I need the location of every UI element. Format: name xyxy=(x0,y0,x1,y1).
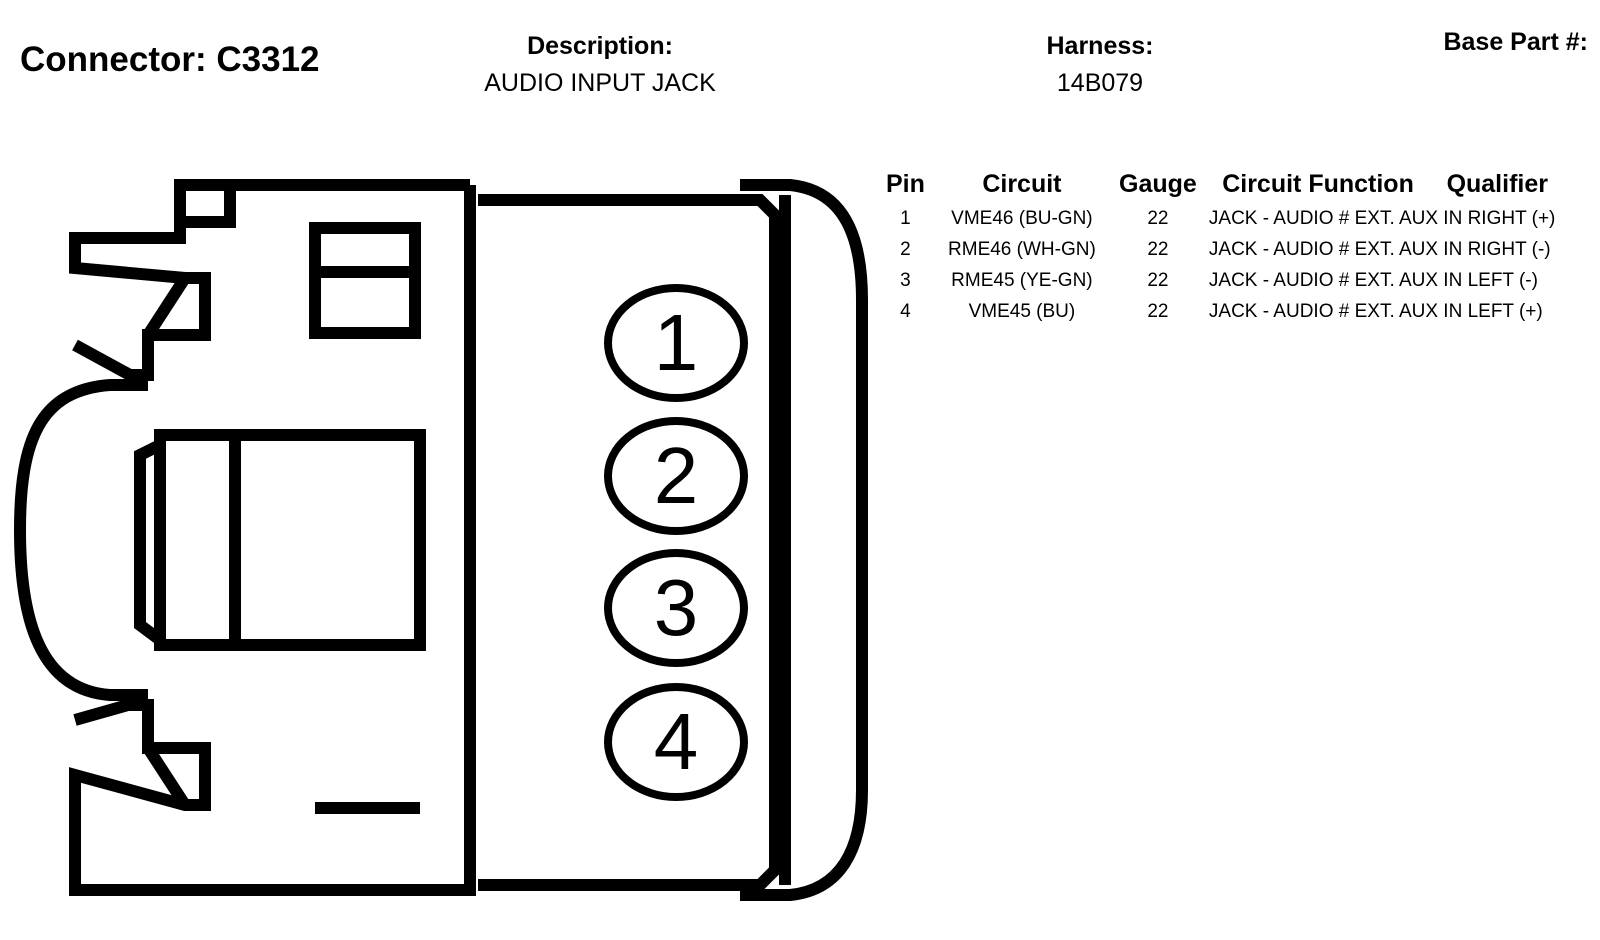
cell-gauge: 22 xyxy=(1147,300,1169,322)
cell-circuit: VME46 (BU-GN) xyxy=(951,207,1093,229)
col-circuit-function: Circuit Function xyxy=(1222,170,1414,198)
pin-number-2: 2 xyxy=(654,431,699,520)
cell-circuit: VME45 (BU) xyxy=(968,300,1076,322)
cell-circuit: RME46 (WH-GN) xyxy=(948,238,1096,260)
cell-gauge: 22 xyxy=(1147,207,1169,229)
pin-number-1: 1 xyxy=(654,298,699,387)
window-side-tab xyxy=(134,439,164,645)
base-part-label: Base Part #: xyxy=(1443,28,1588,56)
cell-circuit: RME45 (YE-GN) xyxy=(951,269,1093,291)
cell-function: JACK - AUDIO # EXT. AUX IN LEFT (-) xyxy=(1208,269,1538,291)
latch-bump xyxy=(13,379,148,701)
cell-pin: 2 xyxy=(900,238,911,260)
cell-pin: 4 xyxy=(900,300,911,322)
col-qualifier: Qualifier xyxy=(1446,170,1548,198)
key-square xyxy=(309,222,421,339)
pin-table: Pin Circuit Gauge Circuit Function Quali… xyxy=(880,170,1561,327)
connector-diagram: 1 2 3 4 xyxy=(13,179,868,901)
upper-latch xyxy=(142,274,191,339)
description-block: Description: AUDIO INPUT JACK xyxy=(430,32,770,98)
pin-markers: 1 2 3 4 xyxy=(604,284,748,801)
col-gauge: Gauge xyxy=(1119,170,1197,198)
cell-gauge: 22 xyxy=(1147,269,1169,291)
pin-marker-3: 3 xyxy=(604,549,748,667)
table-row: 1 VME46 (BU-GN) 22 JACK - AUDIO # EXT. A… xyxy=(880,203,1561,234)
cell-function: JACK - AUDIO # EXT. AUX IN RIGHT (-) xyxy=(1208,238,1551,260)
cell-pin: 3 xyxy=(900,269,911,291)
col-pin: Pin xyxy=(886,170,925,198)
cell-function: JACK - AUDIO # EXT. AUX IN LEFT (+) xyxy=(1208,300,1543,322)
pin-table-header: Pin Circuit Gauge Circuit Function Quali… xyxy=(880,170,1561,203)
inner-window xyxy=(154,429,426,651)
col-circuit: Circuit xyxy=(982,170,1062,198)
base-part-block: Base Part #: xyxy=(1400,28,1600,57)
housing-top xyxy=(69,179,470,381)
pin-number-3: 3 xyxy=(654,563,699,652)
housing-outline xyxy=(69,185,476,896)
harness-value: 14B079 xyxy=(1056,69,1144,97)
center-body xyxy=(478,194,781,891)
description-value: AUDIO INPUT JACK xyxy=(484,69,716,97)
pin-number-4: 4 xyxy=(654,697,699,786)
table-row: 2 RME46 (WH-GN) 22 JACK - AUDIO # EXT. A… xyxy=(880,234,1561,265)
harness-block: Harness: 14B079 xyxy=(980,32,1220,98)
connector-title: Connector: C3312 xyxy=(20,40,320,79)
table-row: 3 RME45 (YE-GN) 22 JACK - AUDIO # EXT. A… xyxy=(880,265,1561,296)
description-label: Description: xyxy=(527,32,673,60)
lower-latch xyxy=(142,744,191,809)
cell-function: JACK - AUDIO # EXT. AUX IN RIGHT (+) xyxy=(1208,207,1556,229)
cell-gauge: 22 xyxy=(1147,238,1169,260)
pin-marker-4: 4 xyxy=(604,683,748,801)
right-cap xyxy=(740,179,868,901)
top-notch xyxy=(174,185,236,228)
table-row: 4 VME45 (BU) 22 JACK - AUDIO # EXT. AUX … xyxy=(880,296,1561,327)
cell-pin: 1 xyxy=(900,207,911,229)
pin-marker-2: 2 xyxy=(604,417,748,535)
harness-label: Harness: xyxy=(1046,32,1154,60)
pin-marker-1: 1 xyxy=(604,284,748,402)
